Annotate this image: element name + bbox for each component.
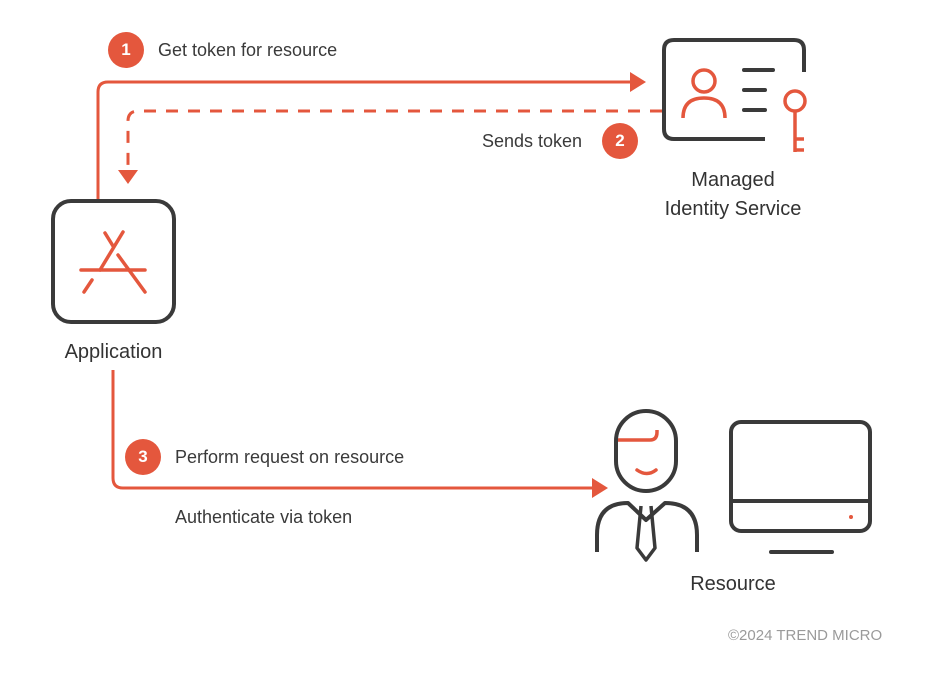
text-lines-icon (742, 68, 775, 112)
arrowhead-step-3 (592, 478, 608, 498)
step-2-badge: 2 (602, 123, 638, 159)
managed-identity-label: Managed Identity Service (633, 166, 833, 224)
step-1-label: Get token for resource (158, 40, 338, 60)
app-store-icon (79, 230, 147, 294)
application-label: Application (64, 341, 163, 363)
step-3-label: Perform request on resource (175, 447, 405, 467)
key-icon (783, 89, 807, 152)
arrow-step-2 (126, 109, 662, 168)
arrowhead-step-1 (630, 72, 646, 92)
person-tie-icon (595, 409, 699, 562)
copyright: ©2024 TREND MICRO (728, 627, 883, 644)
step-1-number: 1 (121, 40, 131, 59)
application-icon (51, 199, 176, 324)
step-3-number: 3 (138, 447, 148, 466)
step-2-label: Sends token (482, 131, 583, 151)
monitor-icon (729, 420, 872, 554)
step-2-number: 2 (615, 131, 625, 150)
managed-identity-icon (662, 38, 807, 152)
step-1-badge: 1 (108, 32, 144, 68)
person-icon (681, 68, 727, 119)
managed-identity-label-line1: Managed (691, 169, 775, 191)
step-3-badge: 3 (125, 439, 161, 475)
resource-label: Resource (690, 573, 776, 595)
arrowhead-step-2 (118, 170, 138, 184)
step-3-sublabel: Authenticate via token (175, 507, 353, 527)
arrow-step-1 (96, 80, 632, 200)
arrow-step-3 (111, 370, 594, 490)
managed-identity-label-line2: Identity Service (664, 198, 802, 220)
